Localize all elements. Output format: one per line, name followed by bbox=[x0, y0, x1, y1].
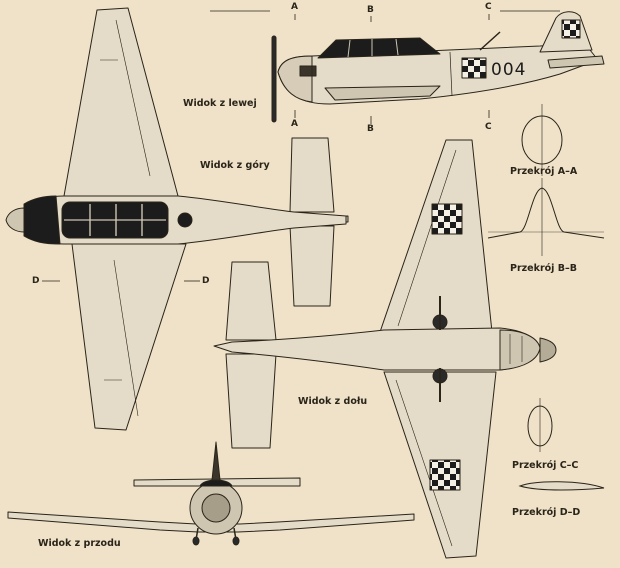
front-canopy bbox=[199, 479, 233, 487]
marker-c-bottom: C bbox=[485, 122, 492, 132]
side-exhaust bbox=[299, 65, 317, 77]
bottom-tailplane-lower bbox=[225, 353, 277, 449]
bottom-spinner bbox=[539, 337, 557, 363]
side-tailplane bbox=[547, 55, 605, 69]
sections bbox=[487, 104, 605, 491]
top-wing-upper bbox=[63, 7, 179, 197]
label-front-view: Widok z przodu bbox=[38, 538, 121, 549]
label-section-bb: Przekrój B–B bbox=[510, 263, 577, 274]
marker-d-right: D bbox=[202, 276, 210, 286]
side-fin-insignia bbox=[561, 19, 581, 39]
side-antenna bbox=[479, 31, 501, 51]
side-cowling bbox=[277, 55, 313, 103]
label-left-view: Widok z lewej bbox=[183, 98, 257, 109]
side-canopy bbox=[317, 37, 441, 59]
label-bottom-view: Widok z dołu bbox=[298, 396, 368, 407]
front-view bbox=[7, 441, 415, 546]
top-cowling bbox=[23, 195, 61, 245]
label-section-dd: Przekrój D–D bbox=[512, 507, 581, 518]
marker-a-top: A bbox=[291, 2, 298, 12]
side-propeller bbox=[271, 35, 277, 123]
side-wing-root bbox=[324, 85, 441, 101]
top-wing-lower bbox=[71, 243, 187, 431]
marker-a-bottom: A bbox=[291, 119, 298, 129]
bottom-wing-upper bbox=[379, 139, 493, 333]
registration-number: 004 bbox=[491, 60, 527, 80]
bottom-insignia-upper bbox=[431, 203, 463, 235]
top-tailplane-upper bbox=[289, 137, 335, 213]
side-view bbox=[271, 11, 605, 123]
front-wheel-right bbox=[232, 536, 240, 546]
section-marker-lines bbox=[42, 10, 560, 282]
marker-b-top: B bbox=[367, 5, 374, 15]
top-fuselage-dot bbox=[177, 212, 193, 228]
section-bb-shape bbox=[487, 187, 605, 239]
front-spinner bbox=[201, 493, 231, 523]
bottom-view bbox=[213, 139, 557, 559]
bottom-tailplane-upper bbox=[225, 261, 277, 341]
bottom-cowling bbox=[499, 329, 541, 371]
section-dd-shape bbox=[518, 481, 605, 491]
side-fuselage-insignia bbox=[461, 57, 487, 79]
top-spinner bbox=[5, 207, 25, 233]
top-view bbox=[5, 7, 349, 431]
bottom-insignia-lower bbox=[429, 459, 461, 491]
marker-b-bottom: B bbox=[367, 124, 374, 134]
marker-c-top: C bbox=[485, 2, 492, 12]
front-wheel-left bbox=[192, 536, 200, 546]
label-section-cc: Przekrój C–C bbox=[512, 460, 579, 471]
label-section-aa: Przekrój A–A bbox=[510, 166, 578, 177]
marker-d-left: D bbox=[32, 276, 40, 286]
label-top-view: Widok z góry bbox=[200, 160, 270, 171]
top-tailplane-lower bbox=[289, 225, 335, 307]
front-fin bbox=[211, 441, 221, 481]
